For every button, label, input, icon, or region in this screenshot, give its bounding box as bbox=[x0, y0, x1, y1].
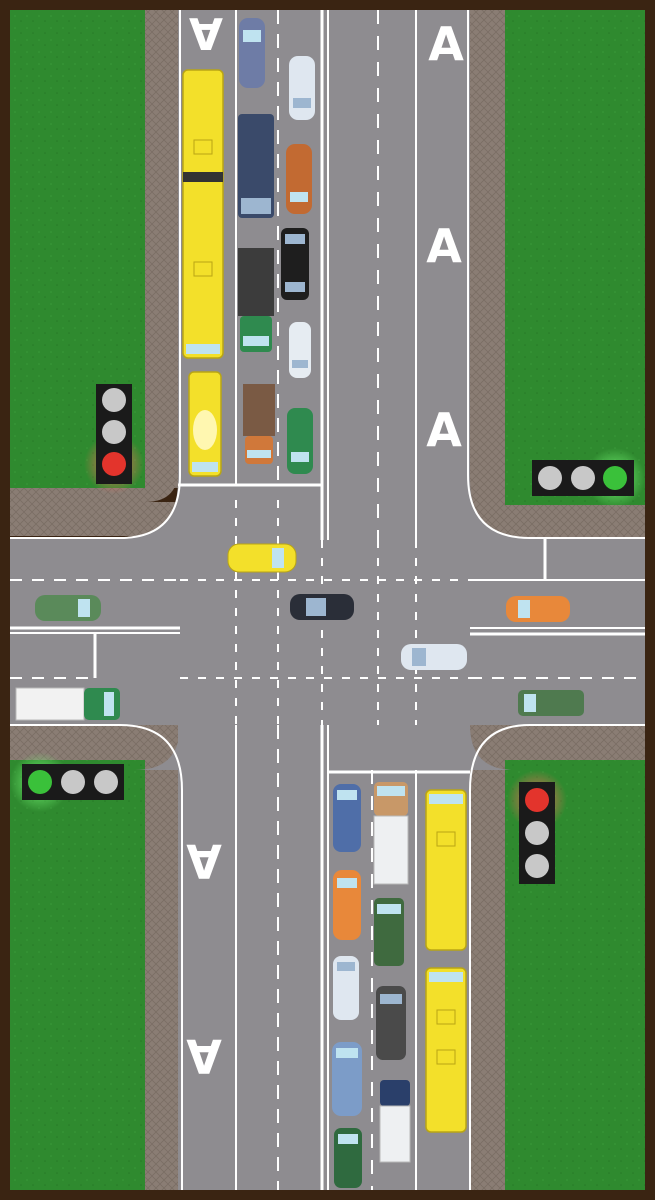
signal-off-lamp bbox=[525, 854, 549, 878]
car bbox=[333, 784, 361, 852]
bus-lane-letter-north-3: A bbox=[426, 219, 462, 273]
yellow-car bbox=[227, 543, 297, 573]
signal-green-lamp bbox=[603, 466, 627, 490]
vehicles-north-queue bbox=[182, 18, 315, 477]
truck bbox=[379, 1080, 411, 1163]
sidewalks bbox=[10, 10, 645, 1190]
dark-car bbox=[290, 594, 354, 620]
bus-lane-letter-north-1: A bbox=[189, 7, 223, 58]
traffic-light-south-west bbox=[10, 752, 124, 812]
truck bbox=[373, 782, 409, 885]
car bbox=[289, 56, 315, 120]
bus-lane-letter-north-2: A bbox=[428, 17, 464, 71]
bus-lane-letter-south-1: A bbox=[186, 834, 222, 888]
signal-off-lamp bbox=[94, 770, 118, 794]
car bbox=[333, 870, 361, 940]
car bbox=[281, 228, 309, 300]
car bbox=[289, 322, 311, 378]
car bbox=[286, 144, 312, 214]
signal-red-lamp bbox=[102, 452, 126, 476]
signal-green-lamp bbox=[28, 770, 52, 794]
bus-lane-markings: A A A A A A bbox=[186, 7, 464, 1083]
road-edge-lines bbox=[10, 10, 645, 1190]
signal-off-lamp bbox=[525, 821, 549, 845]
signal-red-lamp bbox=[525, 788, 549, 812]
signal-off-lamp bbox=[61, 770, 85, 794]
signal-off-lamp bbox=[102, 420, 126, 444]
bus bbox=[425, 967, 467, 1133]
car bbox=[287, 408, 313, 474]
traffic-light-north-west bbox=[84, 384, 144, 494]
truck bbox=[374, 898, 404, 966]
traffic-light-south-east bbox=[507, 770, 567, 884]
signal-off-lamp bbox=[102, 388, 126, 412]
lane-markings bbox=[10, 10, 645, 1190]
bus bbox=[182, 69, 224, 359]
vehicles-in-intersection bbox=[15, 543, 584, 721]
car bbox=[334, 1128, 362, 1188]
bus-lane-letter-north-4: A bbox=[426, 403, 462, 457]
car bbox=[332, 1042, 362, 1116]
bus bbox=[188, 371, 222, 477]
car bbox=[239, 18, 265, 88]
signal-off-lamp bbox=[571, 466, 595, 490]
bus-lane-letter-south-2: A bbox=[186, 1029, 222, 1083]
traffic-light-east bbox=[532, 448, 645, 508]
vehicles-south-queue bbox=[332, 782, 467, 1188]
signal-off-lamp bbox=[538, 466, 562, 490]
truck bbox=[238, 248, 274, 352]
grass-areas bbox=[10, 10, 645, 1190]
car bbox=[376, 986, 406, 1060]
orange-car bbox=[506, 596, 570, 622]
white-car bbox=[401, 644, 467, 670]
green-car bbox=[35, 595, 101, 621]
bus bbox=[425, 789, 467, 951]
white-truck bbox=[15, 687, 120, 721]
truck bbox=[238, 114, 274, 218]
car bbox=[333, 956, 359, 1020]
green-truck bbox=[518, 690, 584, 716]
truck bbox=[243, 384, 275, 464]
